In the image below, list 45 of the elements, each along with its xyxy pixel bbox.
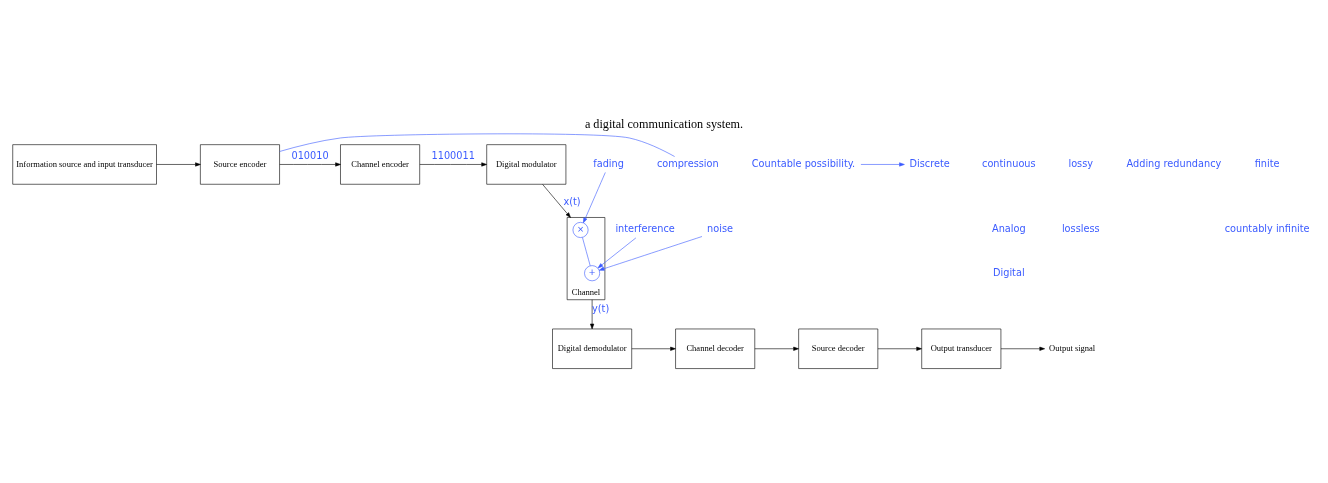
connector xyxy=(582,236,591,266)
label: countably infinite xyxy=(1224,222,1310,234)
arrow xyxy=(419,161,487,166)
arrow xyxy=(860,161,905,166)
arrow xyxy=(597,237,637,268)
node-box: Digital demodulator xyxy=(552,328,632,369)
arrow xyxy=(1000,346,1045,351)
edge-label: 010010 xyxy=(291,149,329,161)
arrow xyxy=(598,235,703,271)
caption: a digital communication system. xyxy=(584,116,744,131)
label: Adding redundancy xyxy=(1126,157,1222,169)
node-box: Information source and input transducer xyxy=(12,143,157,185)
arrow xyxy=(590,298,595,329)
label: lossless xyxy=(1061,222,1100,234)
node-text: compression xyxy=(656,157,719,169)
node-text: noise xyxy=(707,222,733,234)
arrow xyxy=(156,161,201,166)
node-text: interference xyxy=(615,222,675,234)
arrow xyxy=(542,183,571,218)
arrow xyxy=(583,171,606,223)
arrow xyxy=(631,346,676,351)
node-box: Source encoder xyxy=(200,143,280,185)
edge-label: y(t) xyxy=(592,302,610,314)
node-box: Channel decoder xyxy=(675,328,756,369)
node-circle: × xyxy=(572,221,589,238)
node-box: Channel encoder xyxy=(340,143,420,185)
label: finite xyxy=(1254,157,1280,169)
arrow xyxy=(279,161,341,166)
arrow xyxy=(754,346,799,351)
arrow xyxy=(877,346,922,351)
label: Digital xyxy=(993,266,1025,278)
node-circle: + xyxy=(584,264,601,281)
label: continuous xyxy=(982,157,1036,169)
edge-label: 1100011 xyxy=(431,149,475,161)
connector xyxy=(279,133,675,157)
node-box: Digital modulator xyxy=(486,143,567,185)
label: Analog xyxy=(992,222,1026,234)
node-text: Output signal xyxy=(1049,342,1096,353)
node-text: Countable possibility. xyxy=(751,157,856,169)
edge-label: x(t) xyxy=(563,195,581,207)
node-text: Discrete xyxy=(909,157,950,169)
node-text: fading xyxy=(593,157,624,169)
node-box: Source decoder xyxy=(798,328,879,369)
label: lossy xyxy=(1068,157,1094,169)
node-box: Output transducer xyxy=(921,328,1002,369)
